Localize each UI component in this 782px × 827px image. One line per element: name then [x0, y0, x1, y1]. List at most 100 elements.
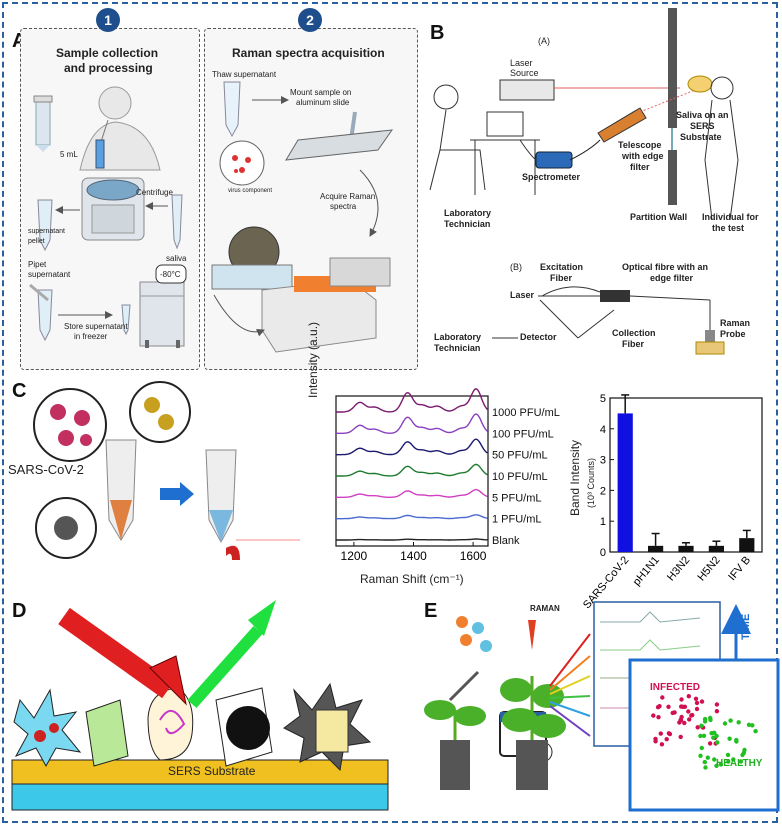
scatter-point-infected — [687, 717, 692, 722]
scatter-point-infected — [656, 715, 661, 720]
scatter-point-healthy — [699, 745, 704, 751]
step2-badge: 2 — [298, 8, 322, 32]
scatter-point-healthy — [722, 721, 728, 726]
scatter-point-infected — [664, 737, 669, 742]
scatter-point-infected — [666, 731, 672, 736]
scatter-point-healthy — [736, 720, 741, 725]
saliva-sers-label-2: SERS — [690, 121, 715, 131]
spectra-series-line — [336, 388, 488, 413]
raman-label: RAMAN — [530, 604, 560, 613]
sub-b-label: (B) — [510, 262, 522, 272]
scatter-point-infected — [693, 696, 699, 701]
scatter-point-healthy — [727, 736, 732, 741]
freezer-icon — [139, 264, 187, 348]
scatter-point-infected — [679, 697, 684, 702]
individual-label: Individual for — [702, 212, 759, 222]
thaw-label: Thaw supernatant — [212, 70, 277, 79]
spectra-xlabel: Raman Shift (cm⁻¹) — [360, 572, 464, 586]
store-label-2: in freezer — [74, 332, 108, 341]
scatter-point-infected — [690, 712, 695, 718]
scatter-point-infected — [714, 709, 720, 714]
scatter-point-healthy — [702, 719, 708, 724]
sers-substrate-label: SERS Substrate — [168, 764, 256, 778]
scatter-point-healthy — [701, 733, 707, 738]
bar — [739, 538, 755, 552]
technician-label: Laboratory — [444, 208, 492, 218]
bar-y-tick-label: 0 — [600, 547, 606, 559]
scatter-point-healthy — [753, 729, 758, 734]
bar — [648, 545, 664, 552]
sars-cov2-label: SARS-CoV-2 — [8, 462, 84, 477]
scatter-point-infected — [658, 731, 663, 736]
pellet-label: pellet — [28, 238, 45, 245]
collection-fiber-label-2: Fiber — [622, 339, 645, 349]
scatter-point-infected — [686, 694, 691, 699]
scatter-point-infected — [659, 742, 665, 747]
scatter-point-healthy — [725, 752, 731, 758]
scatter-point-healthy — [750, 723, 755, 728]
scatter-point-infected — [666, 704, 671, 709]
scatter-point-infected — [699, 699, 705, 704]
panel-label-d: D — [12, 600, 27, 622]
spectra-series-label: 1000 PFU/mL — [492, 407, 560, 419]
scatter-point-infected — [657, 704, 662, 709]
bar-y-tick-label: 3 — [600, 455, 606, 467]
scatter-point-healthy — [699, 723, 704, 728]
panel-label-e: E — [424, 600, 438, 622]
scatter-point-infected — [695, 725, 700, 730]
scatter-point-healthy — [712, 757, 717, 762]
spectra-series-line — [336, 514, 488, 520]
test-individual-icon — [704, 76, 739, 221]
scatter-point-healthy — [703, 765, 708, 770]
scatter-point-infected — [694, 700, 700, 706]
panel-label-b: B — [430, 22, 445, 44]
scatter-point-healthy — [711, 735, 716, 740]
step1-title-2: and processing — [64, 61, 153, 75]
mount-label: Mount sample on — [290, 88, 352, 97]
laser-source-label-2: Source — [510, 68, 539, 78]
supernatant-label: supernatant — [28, 228, 65, 235]
falcon-tube-icon — [33, 95, 53, 152]
scatter-point-infected — [670, 710, 675, 716]
step2-title: Raman spectra acquisition — [232, 46, 385, 60]
excitation-label: Excitation — [540, 262, 584, 272]
spectra-series-label: 5 PFU/mL — [492, 492, 542, 504]
spectra-series-label: 50 PFU/mL — [492, 450, 548, 462]
bar — [617, 413, 633, 552]
spectra-x-tick-label: 1400 — [400, 549, 427, 563]
sub-a-label: (A) — [538, 36, 550, 46]
optical-fibre-label-2: edge filter — [650, 273, 694, 283]
spectra-x-tick-label: 1200 — [341, 549, 368, 563]
virus-label: virus component — [228, 188, 273, 194]
scatter-point-infected — [653, 739, 658, 744]
scatter-point-infected — [660, 695, 665, 700]
bar — [678, 545, 694, 552]
spectra-series-line — [336, 463, 488, 477]
bar-y-tick-label: 5 — [600, 393, 606, 405]
mount-label-2: aluminum slide — [296, 98, 350, 107]
technician2-label: Laboratory — [434, 332, 482, 342]
excitation-label-2: Fiber — [550, 273, 573, 283]
bar-plot-frame — [609, 397, 763, 553]
raman-instrument-icon — [211, 226, 391, 353]
volume-label: 5 mL — [60, 150, 78, 159]
freezer-temp: -80°C — [160, 270, 181, 279]
scatter-point-healthy — [738, 759, 744, 764]
scatter-point-healthy — [726, 759, 731, 764]
scatter-point-healthy — [709, 731, 714, 736]
pipet-label: Pipet — [28, 260, 47, 269]
acquire-label: Acquire Raman — [320, 192, 376, 201]
partition-wall-label: Partition Wall — [630, 212, 688, 222]
acquire-label-2: spectra — [330, 202, 357, 211]
bar-y-tick-label: 1 — [600, 516, 606, 528]
scatter-point-infected — [707, 741, 713, 746]
panel-label-c: C — [12, 380, 27, 402]
bar-y-tick-label: 2 — [600, 485, 606, 497]
spectra-series-label: Blank — [492, 535, 520, 547]
